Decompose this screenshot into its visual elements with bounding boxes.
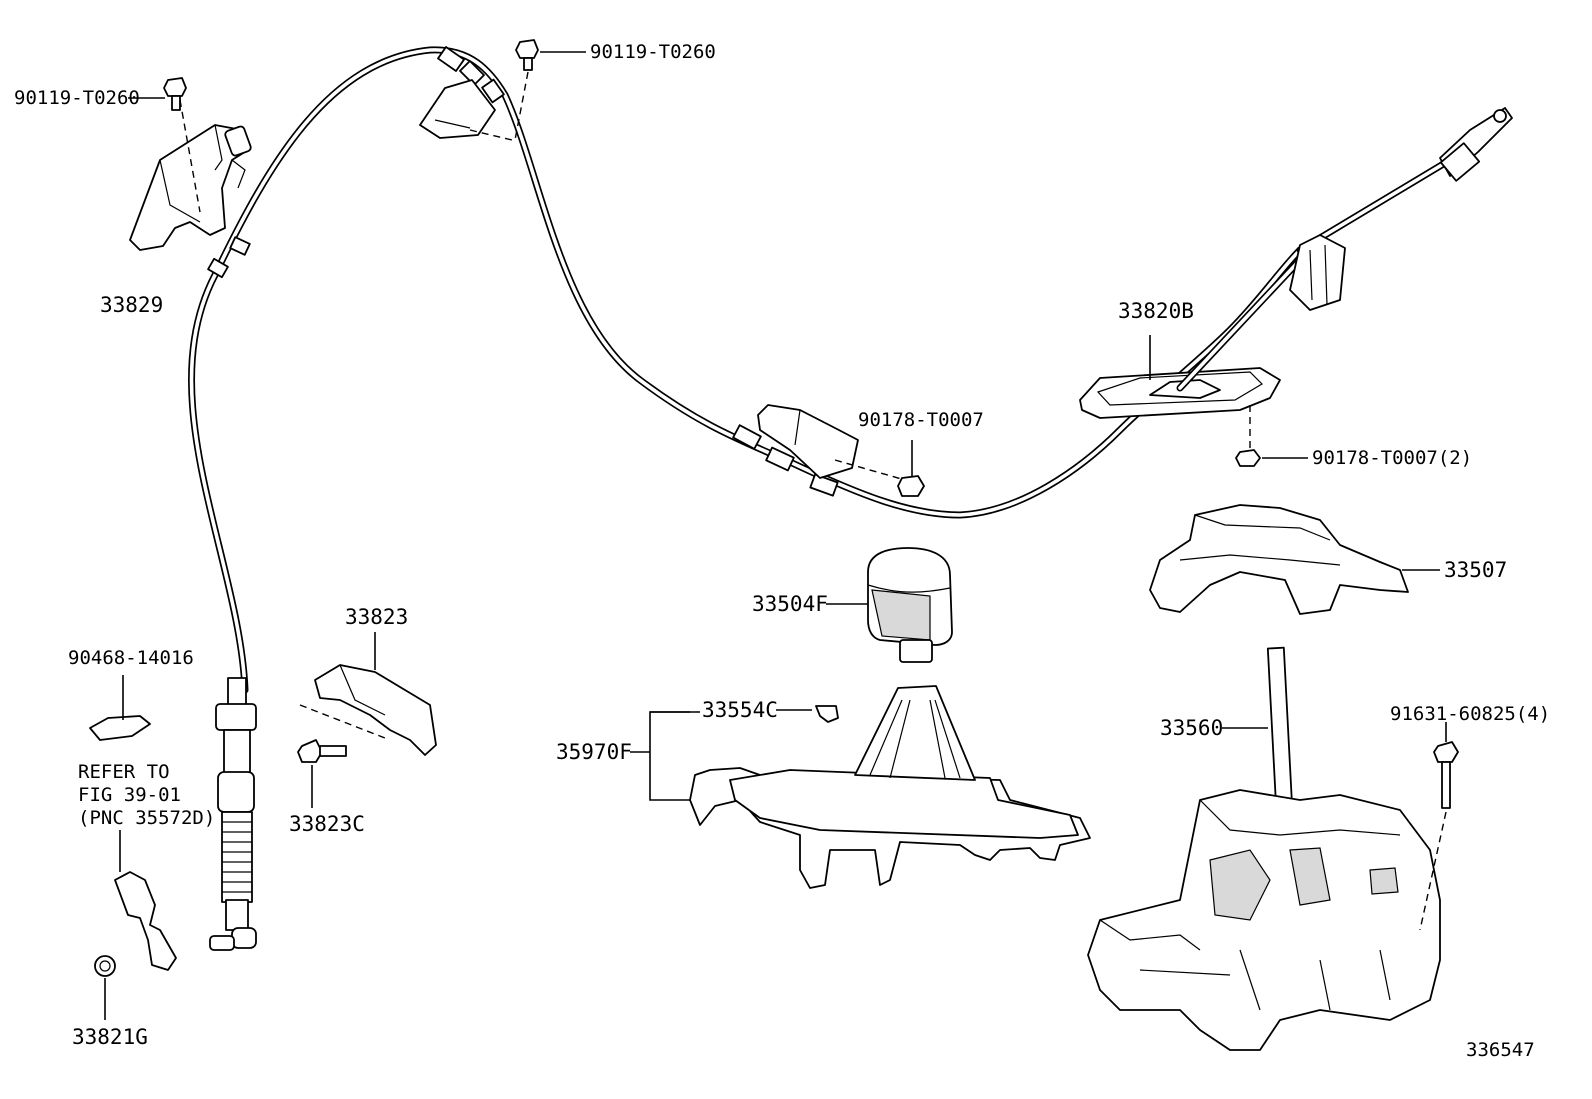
label-clip-33821g: 33821G bbox=[72, 1025, 148, 1049]
label-bracket-33829: 33829 bbox=[100, 293, 163, 317]
shift-cable bbox=[188, 46, 1454, 694]
label-lever-33560: 33560 bbox=[1160, 716, 1223, 740]
label-clip-90468: 90468-14016 bbox=[68, 647, 194, 669]
indicator-35970f bbox=[630, 685, 1091, 889]
label-cable-33820b: 33820B bbox=[1118, 299, 1194, 323]
housing-33507 bbox=[1149, 504, 1440, 615]
label-knob-33504f: 33504F bbox=[752, 592, 828, 616]
pnc-35572d-part bbox=[114, 830, 177, 971]
label-refer-line2: FIG 39-01 bbox=[78, 784, 181, 806]
bolt-91631 bbox=[1419, 722, 1459, 931]
label-refer-line3: (PNC 35572D) bbox=[78, 807, 215, 829]
label-bolt-91631: 91631-60825(4) bbox=[1390, 703, 1550, 725]
label-nut-90178-center: 90178-T0007 bbox=[858, 409, 984, 431]
nut-90178-right bbox=[1235, 449, 1308, 467]
label-clip-33554c: 33554C bbox=[702, 698, 778, 722]
label-nut-90178-right: 90178-T0007(2) bbox=[1312, 447, 1472, 469]
label-bolt-90119-center: 90119-T0260 bbox=[590, 41, 716, 63]
bolt-90119-left bbox=[128, 77, 187, 111]
label-housing-33507: 33507 bbox=[1444, 558, 1507, 582]
label-bolt-90119-left: 90119-T0260 bbox=[14, 87, 140, 109]
clip-33554c bbox=[776, 705, 839, 723]
clip-90468 bbox=[89, 675, 151, 741]
label-bolt-33823c: 33823C bbox=[289, 812, 365, 836]
bolt-33823c bbox=[297, 739, 347, 808]
knob-33504f bbox=[826, 547, 953, 663]
cable-plate-33820b bbox=[1079, 107, 1513, 450]
bracket-33823 bbox=[299, 632, 437, 756]
bracket-33829 bbox=[129, 99, 252, 251]
cable-bracket-center bbox=[757, 404, 906, 481]
clip-33821g bbox=[94, 955, 116, 1020]
label-figure-id: 336547 bbox=[1466, 1039, 1535, 1061]
label-refer-line1: REFER TO bbox=[78, 761, 170, 783]
labels: 90119-T0260 90119-T0260 33829 33820B 901… bbox=[14, 41, 1550, 1061]
label-indicator-35970f: 35970F bbox=[556, 740, 632, 764]
label-bracket-33823: 33823 bbox=[345, 605, 408, 629]
cable-bracket-top bbox=[419, 79, 513, 141]
nut-90178-center bbox=[897, 440, 925, 497]
bolt-90119-center bbox=[514, 39, 586, 141]
lever-assy-33560 bbox=[1087, 646, 1441, 1051]
cable-lower-end bbox=[209, 677, 257, 951]
